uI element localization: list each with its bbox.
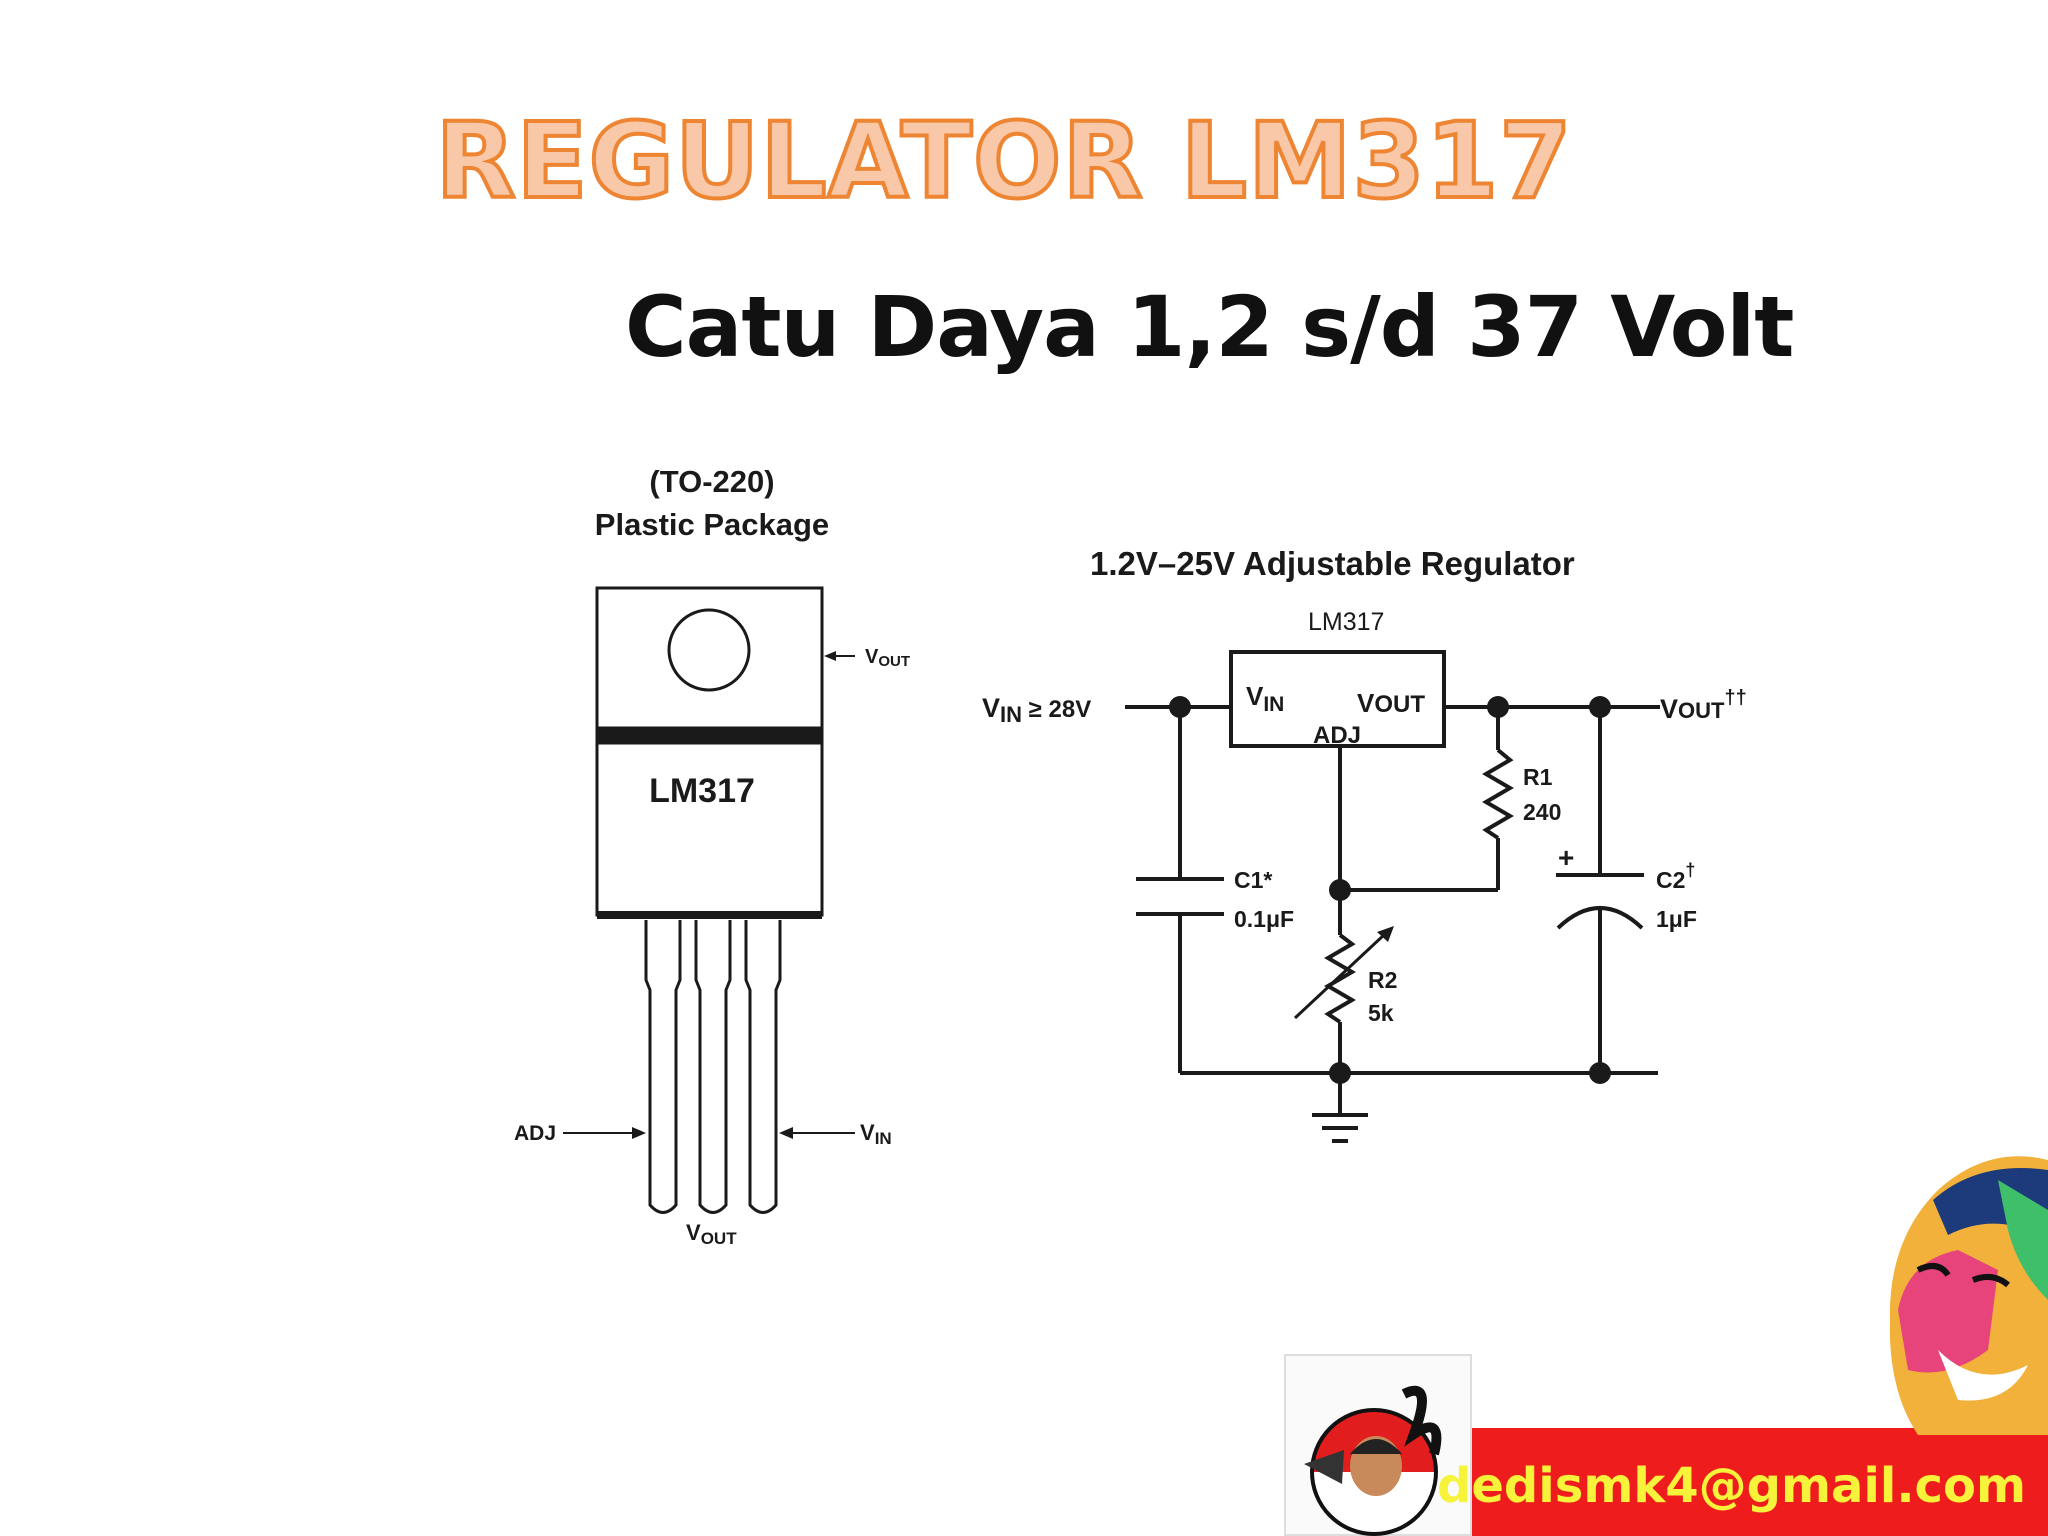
contact-email[interactable]: dedismk4@gmail.com [1437,1458,2026,1514]
package-type-label: (TO-220) [649,464,774,499]
pin-vin-sub: IN [875,1129,892,1148]
tab-arrow-head [824,651,836,661]
svg-text:VOUT: VOUT [865,646,910,670]
schematic-wires [1125,650,1660,1143]
pin-adj-label: ADJ [514,1122,556,1145]
c2-value: 1μF [1656,906,1697,932]
input-voltage-sub: IN [1000,702,1022,727]
c2-note: † [1685,860,1695,880]
c1-value: 0.1μF [1234,906,1294,932]
svg-text:VIN: VIN [860,1120,892,1148]
ic-adj-label: ADJ [1313,722,1361,749]
package-name-label: Plastic Package [595,507,829,542]
pin-vout-label: V [686,1220,701,1245]
svg-text:C2†: C2† [1656,860,1695,893]
ic-name-label: LM317 [1308,608,1384,636]
adj-arrow-head [632,1127,646,1139]
vin-arrow-head [779,1127,793,1139]
ic-vin-label: V [1246,681,1264,711]
svg-text:VIN ≥ 28V: VIN ≥ 28V [982,693,1091,727]
svg-text:VOUT: VOUT [1357,688,1425,718]
pin-vout-sub: OUT [701,1229,738,1248]
c2-plus-sign: + [1558,842,1574,873]
c1-name: C1* [1234,867,1272,893]
footer-red-bar [1440,1428,2048,1536]
r1-name: R1 [1523,764,1553,790]
r2-value: 5k [1368,1000,1394,1026]
pin-vin-label: V [860,1120,875,1145]
circuit-title: 1.2V–25V Adjustable Regulator [1090,545,1575,582]
package-body [563,586,855,1214]
svg-text:VOUT: VOUT [686,1220,737,1248]
input-voltage-label: V [982,693,1000,723]
ic-vout-label: V [1357,688,1375,718]
schematic-junctions [1169,696,1611,1084]
tab-vout-label: V [865,646,879,668]
r2-name: R2 [1368,967,1397,993]
slide-title: REGULATOR LM317 [433,98,1573,224]
author-logo [1284,1354,1472,1536]
r1-value: 240 [1523,799,1561,825]
to220-package-diagram: (TO-220) Plastic Package LM317 VOUT ADJ … [514,464,910,1248]
c2-name: C2 [1656,867,1685,893]
input-voltage-condition: ≥ 28V [1022,696,1091,723]
tab-vout-sub: OUT [878,653,910,670]
svg-text:VIN: VIN [1246,681,1284,716]
regulator-schematic: 1.2V–25V Adjustable Regulator LM317 [982,545,1747,1143]
ic-vout-sub: OUT [1374,691,1425,718]
r2-wiper-arrow [1377,926,1394,942]
ic-vin-sub: IN [1263,693,1284,716]
output-voltage-sub: OUT [1678,698,1725,723]
lm317-ic-box [1229,650,1446,748]
svg-text:VOUT††: VOUT†† [1660,687,1747,724]
package-chip-label: LM317 [649,772,755,810]
author-portrait [1889,1156,2048,1435]
slide-subtitle: Catu Daya 1,2 s/d 37 Volt [625,278,1794,376]
output-voltage-label: V [1660,694,1678,724]
output-voltage-note: †† [1724,687,1746,709]
